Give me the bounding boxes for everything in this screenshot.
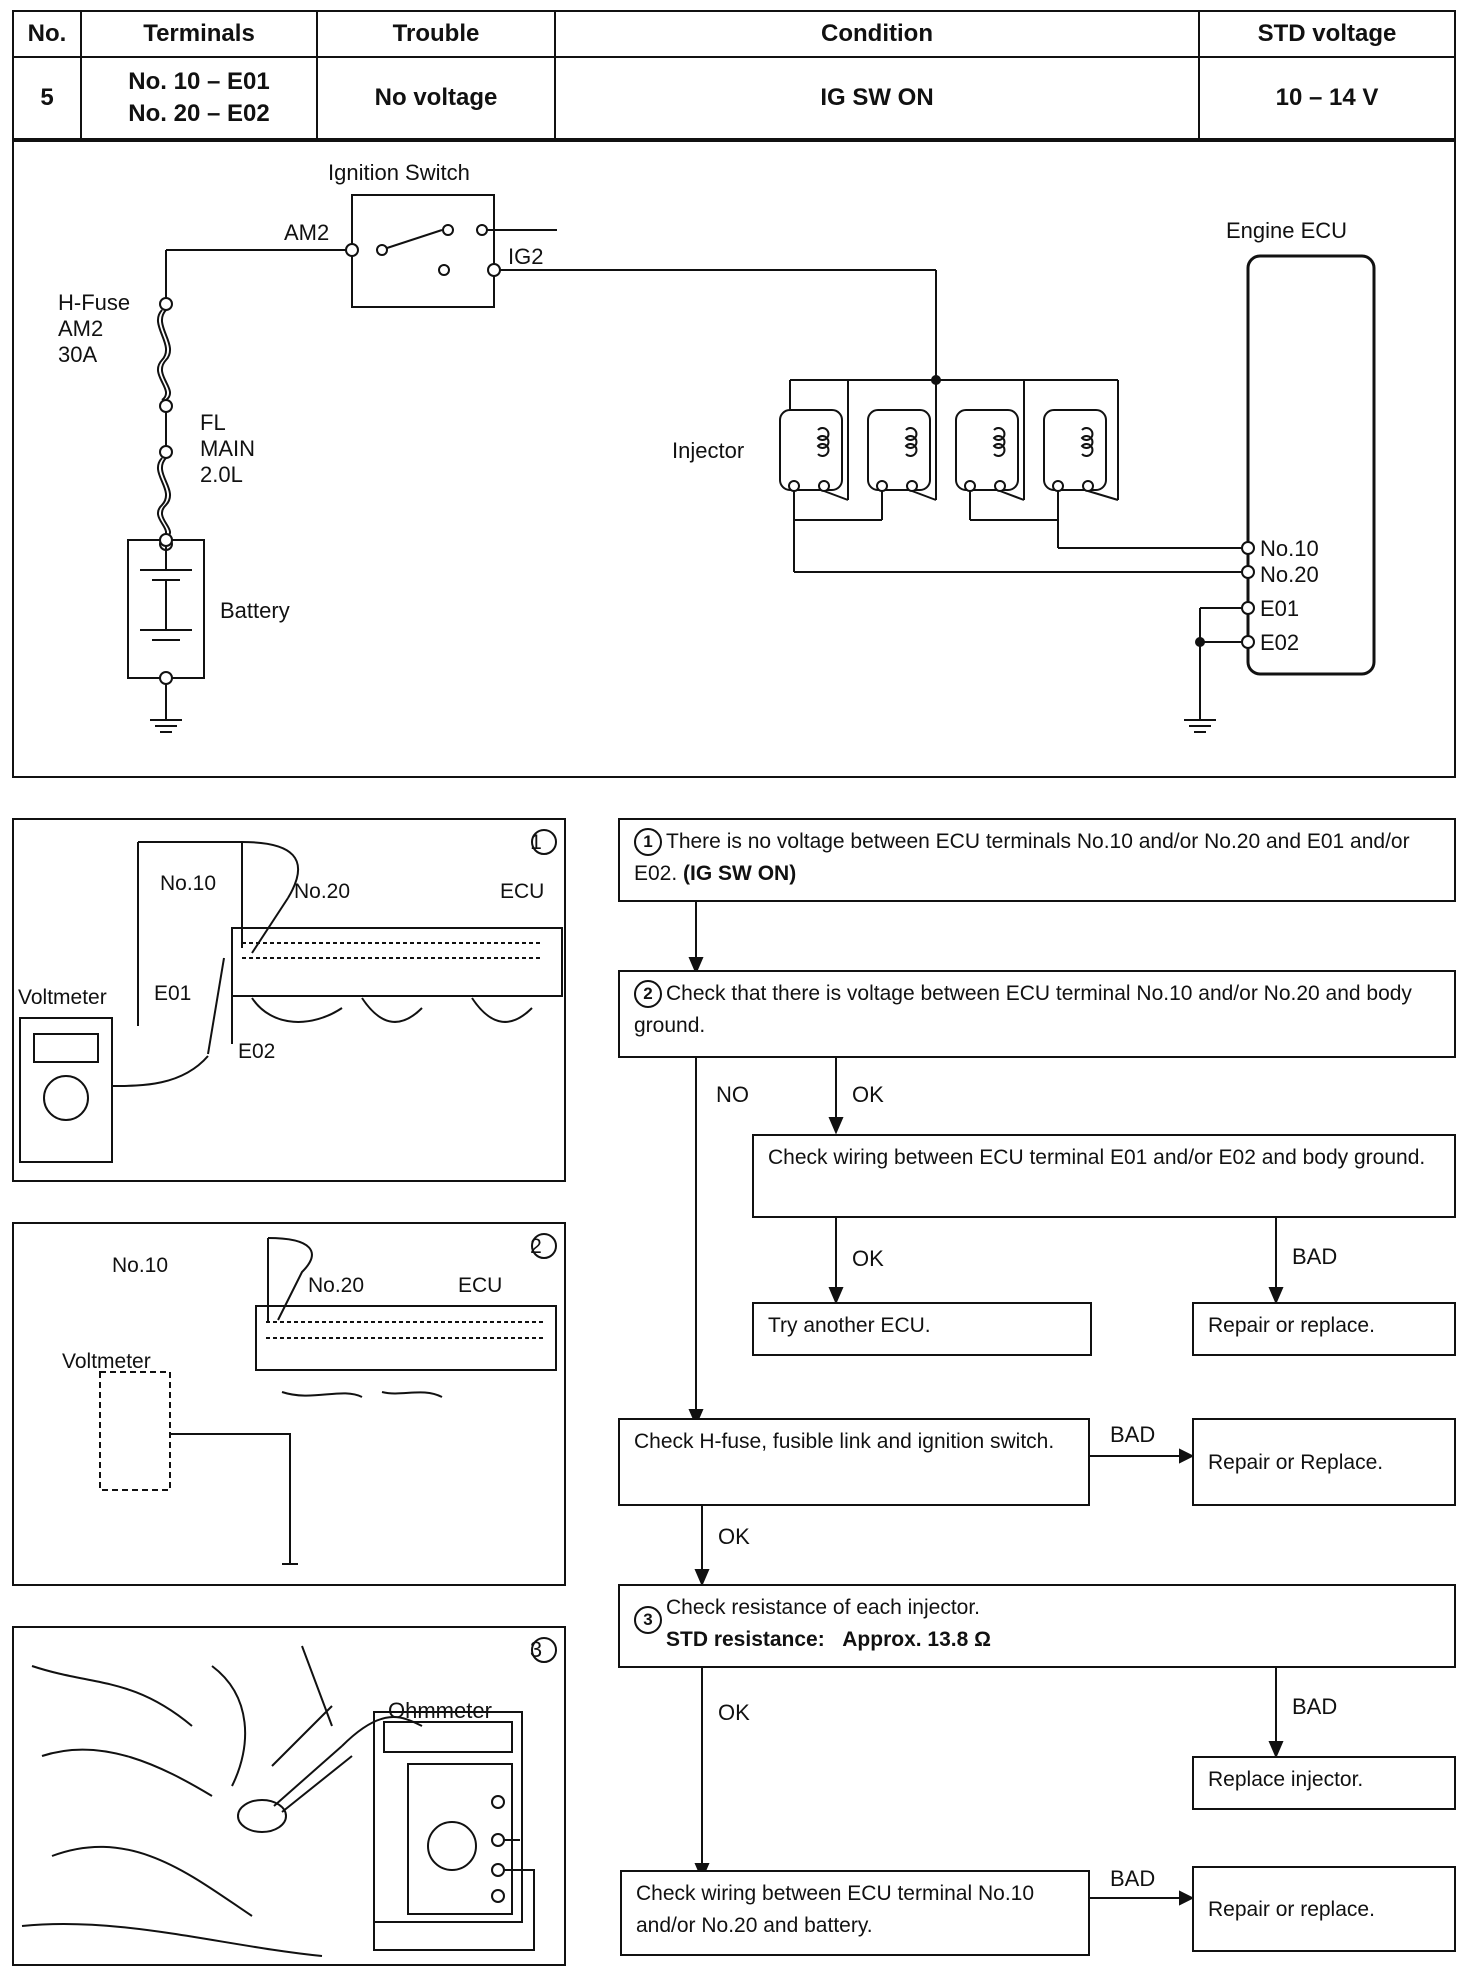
injector-3 [955, 409, 1019, 492]
row-no: 5 [12, 56, 82, 140]
flow-check-fuse: Check H-fuse, fusible link and ignition … [618, 1418, 1090, 1506]
label-ok-3: OK [718, 1524, 750, 1549]
circuit-diagram: Ignition Switch AM2 IG2 Engine ECU H-Fus… [12, 140, 1456, 778]
injector-4 [1043, 409, 1107, 492]
illus1-e01: E01 [154, 982, 191, 1005]
engine-ecu-label: Engine ECU [1226, 218, 1347, 243]
illus2-voltmeter: Voltmeter [62, 1350, 151, 1373]
step-2-number: 2 [634, 980, 662, 1009]
label-ok-1: OK [852, 1082, 884, 1107]
spec-table: No. Terminals Trouble Condition STD volt… [12, 10, 1456, 140]
illustration-2-number: 2 [530, 1235, 542, 1258]
illus1-voltmeter: Voltmeter [18, 986, 107, 1009]
ecu-terminal-no20: No.20 [1260, 562, 1319, 587]
flow-replace-injector: Replace injector. [1192, 1756, 1456, 1810]
illus2-no20: No.20 [308, 1274, 364, 1297]
flow-repair-1: Repair or replace. [1192, 1302, 1456, 1356]
illus1-e02: E02 [238, 1040, 275, 1063]
repair-2-text: Repair or Replace. [1208, 1451, 1384, 1474]
illustration-1: 1 No.10 No.20 ECU Voltmeter E01 E02 [12, 818, 566, 1182]
step-1-text: There is no voltage between ECU terminal… [634, 830, 1410, 885]
label-bad-2: BAD [1110, 1422, 1156, 1447]
ecu-terminal-e01: E01 [1260, 596, 1299, 621]
check-fuse-text: Check H-fuse, fusible link and ignition … [634, 1430, 1055, 1453]
step-1-number: 1 [634, 828, 662, 857]
ignition-switch-label: Ignition Switch [328, 160, 470, 185]
step-3-std-label: STD resistance: [666, 1628, 825, 1651]
flow-repair-2: Repair or Replace. [1192, 1418, 1456, 1506]
illus2-no10: No.10 [112, 1254, 168, 1277]
battery-label: Battery [220, 598, 290, 623]
label-bad-1: BAD [1292, 1244, 1338, 1269]
label-bad-3: BAD [1292, 1694, 1338, 1719]
header-no: No. [12, 10, 82, 58]
fl-label-1: FL [200, 410, 226, 435]
step-2-text: Check that there is voltage between ECU … [634, 982, 1412, 1037]
am2-label: AM2 [284, 220, 329, 245]
header-trouble: Trouble [316, 10, 556, 58]
hfuse-label-3: 30A [58, 342, 97, 367]
try-ecu-text: Try another ECU. [768, 1314, 931, 1337]
ecu-terminal-e02: E02 [1260, 630, 1299, 655]
row-condition: IG SW ON [554, 56, 1200, 140]
hfuse-label-2: AM2 [58, 316, 103, 341]
illus1-ecu: ECU [500, 880, 544, 903]
engine-ecu-box [1246, 254, 1376, 676]
flow-check-wiring-battery: Check wiring between ECU terminal No.10 … [620, 1870, 1090, 1956]
repair-1-text: Repair or replace. [1208, 1314, 1375, 1337]
fl-label-3: 2.0L [200, 462, 243, 487]
illustration-3-number: 3 [530, 1637, 542, 1662]
illustration-2: 2 No.10 No.20 ECU Voltmeter [12, 1222, 566, 1586]
flow-step-3: 3 Check resistance of each injector. STD… [618, 1584, 1456, 1668]
ig2-label: IG2 [508, 244, 543, 269]
row-std-voltage: 10 – 14 V [1198, 56, 1456, 140]
label-bad-4: BAD [1110, 1866, 1156, 1891]
label-ok-2: OK [852, 1246, 884, 1271]
step-1-bold: (IG SW ON) [683, 862, 797, 885]
header-terminals: Terminals [80, 10, 318, 58]
step-3-text: Check resistance of each injector. [666, 1596, 980, 1619]
row-terminals: No. 10 – E01 No. 20 – E02 [80, 56, 318, 140]
illus1-no20: No.20 [294, 880, 350, 903]
repair-3-text: Repair or replace. [1208, 1898, 1375, 1921]
flow-try-ecu: Try another ECU. [752, 1302, 1092, 1356]
check-ground-text: Check wiring between ECU terminal E01 an… [768, 1146, 1426, 1169]
illus2-ecu: ECU [458, 1274, 502, 1297]
hfuse-label-1: H-Fuse [58, 290, 130, 315]
row-trouble: No voltage [316, 56, 556, 140]
header-condition: Condition [554, 10, 1200, 58]
injector-label: Injector [672, 438, 744, 463]
illus3-ohmmeter: Ohmmeter [388, 1698, 492, 1723]
header-std-voltage: STD voltage [1198, 10, 1456, 58]
step-3-std-value: Approx. 13.8 Ω [842, 1628, 991, 1651]
terminal-pair-1: No. 10 – E01 [128, 68, 270, 95]
replace-injector-text: Replace injector. [1208, 1768, 1364, 1791]
illustration-3: 3 Ohmmeter [12, 1626, 566, 1966]
step-3-number: 3 [634, 1606, 662, 1634]
check-wiring-battery-text: Check wiring between ECU terminal No.10 … [636, 1882, 1035, 1937]
label-ok-4: OK [718, 1700, 750, 1725]
illus1-no10: No.10 [160, 872, 216, 895]
flow-repair-3: Repair or replace. [1192, 1866, 1456, 1952]
label-no: NO [716, 1082, 749, 1107]
fl-label-2: MAIN [200, 436, 255, 461]
illustration-1-number: 1 [530, 831, 542, 854]
terminal-pair-2: No. 20 – E02 [128, 100, 270, 127]
flow-check-ground: Check wiring between ECU terminal E01 an… [752, 1134, 1456, 1218]
ecu-terminal-no10: No.10 [1260, 536, 1319, 561]
